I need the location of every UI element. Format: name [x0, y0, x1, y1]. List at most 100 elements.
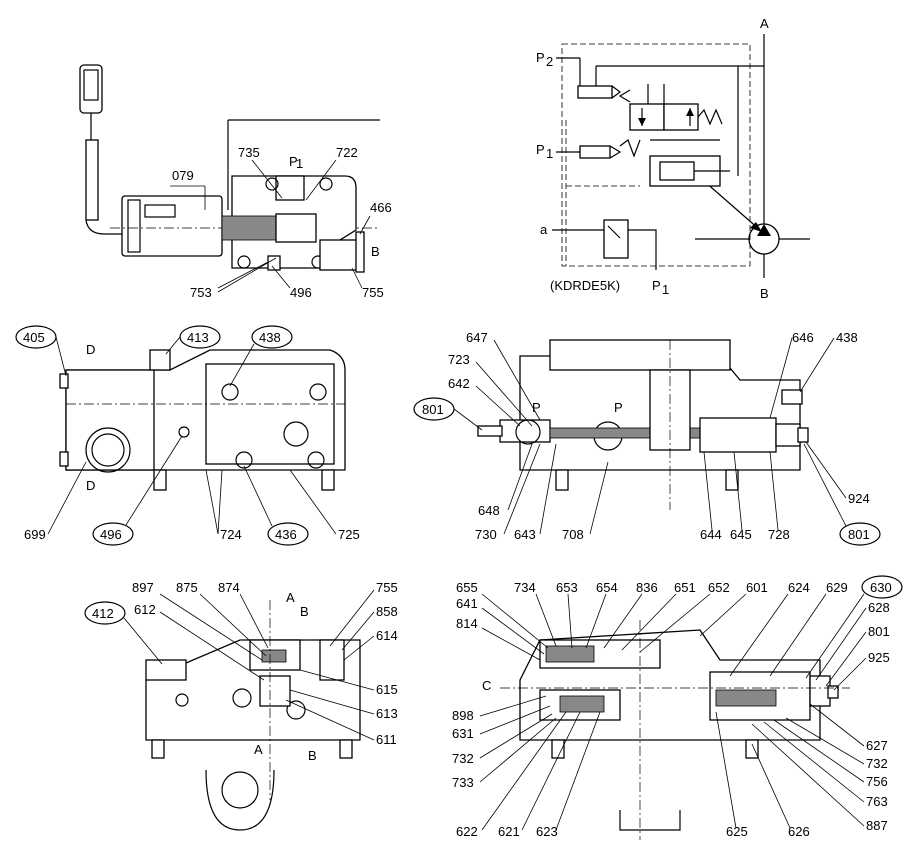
- leg: [153, 469, 167, 491]
- section-d-top: D: [86, 342, 95, 357]
- leader-801-right: [803, 443, 847, 527]
- label-735: 735: [238, 145, 260, 160]
- side-plug: [319, 639, 345, 681]
- lever-arm: [85, 219, 122, 235]
- lever-knob: [79, 64, 103, 114]
- leader-622: [481, 711, 567, 831]
- valve-spring: [697, 108, 723, 126]
- leader-897: [159, 593, 263, 661]
- leader-612: [159, 611, 265, 681]
- label-724: 724: [220, 527, 242, 542]
- mid-right-view: P P 647 723 642 801 646 438 648 730 643 …: [413, 330, 881, 546]
- valve-spool-left: [629, 103, 665, 131]
- label-646: 646: [792, 330, 814, 345]
- leader-438: [229, 343, 255, 387]
- bottom-left-view: A B A B 897 875 874 755 858 412 612 614 …: [84, 580, 398, 831]
- label-722: 722: [336, 145, 358, 160]
- leader-735: [251, 159, 283, 199]
- leader-642: [475, 385, 521, 427]
- leader-644: [703, 451, 713, 531]
- label-644: 644: [700, 527, 722, 542]
- housing-bottom-left: [145, 639, 361, 741]
- label-732-left: 732: [452, 751, 474, 766]
- leader-648: [507, 443, 533, 511]
- spring-p1: [609, 145, 622, 159]
- cap: [775, 423, 801, 447]
- p1-mark: P: [532, 400, 541, 415]
- swash-arrow-head: [750, 222, 762, 232]
- leg: [555, 469, 569, 491]
- label-496: 496: [290, 285, 312, 300]
- leader-652: [639, 593, 711, 653]
- leader-438: [799, 337, 835, 393]
- label-645: 645: [730, 527, 752, 542]
- spring-p2: [611, 85, 621, 99]
- label-651: 651: [674, 580, 696, 595]
- upper-spool: [545, 645, 595, 663]
- leader-412: [123, 617, 163, 665]
- mid-left-view: D D 405 413 438 496 436 699 724 725: [15, 325, 360, 546]
- lower-flange: [619, 810, 681, 831]
- label-613: 613: [376, 706, 398, 721]
- leader-723: [475, 361, 533, 427]
- piston-br: [715, 689, 777, 707]
- label-725: 725: [338, 527, 360, 542]
- regulator-piston: [659, 161, 695, 181]
- leader-466: [359, 215, 371, 235]
- label-924: 924: [848, 491, 870, 506]
- label-874: 874: [218, 580, 240, 595]
- end-plug: [355, 231, 365, 273]
- leader-653: [567, 593, 573, 649]
- balloon-496: [92, 522, 134, 546]
- leader-875: [199, 593, 267, 657]
- port-p1-mark: P: [289, 154, 298, 169]
- leg: [725, 469, 739, 491]
- leader-496: [125, 435, 183, 526]
- label-732-right: 732: [866, 756, 888, 771]
- plug-413: [149, 349, 171, 371]
- label-898: 898: [452, 708, 474, 723]
- leader-733: [479, 717, 557, 783]
- label-628: 628: [868, 600, 890, 615]
- leader-836: [603, 593, 643, 649]
- section-c: C: [482, 678, 491, 693]
- end-cap: [809, 675, 831, 707]
- top-boss: [549, 339, 731, 371]
- port-b-mark: B: [371, 244, 380, 259]
- label-755: 755: [362, 285, 384, 300]
- spring-p1b: [619, 139, 641, 158]
- leader-601: [699, 593, 747, 637]
- balloon-630: [861, 575, 903, 599]
- port-a: a: [540, 222, 548, 237]
- leader-724b: [217, 469, 223, 535]
- label-622: 622: [456, 824, 478, 839]
- balloon-801-right: [839, 522, 881, 546]
- leader-755: [329, 589, 375, 647]
- port-p2: P: [536, 50, 545, 65]
- label-630: 630: [870, 580, 892, 595]
- label-614: 614: [376, 628, 398, 643]
- leader-898: [479, 695, 547, 717]
- label-496: 496: [100, 527, 122, 542]
- label-641: 641: [456, 596, 478, 611]
- leader-887: [751, 723, 865, 827]
- leader-630: [805, 593, 865, 679]
- label-615: 615: [376, 682, 398, 697]
- label-753: 753: [190, 285, 212, 300]
- label-631: 631: [452, 726, 474, 741]
- nut-right: [797, 427, 809, 443]
- leader-625: [715, 711, 737, 829]
- solenoid-flange: [127, 199, 141, 253]
- leader-654: [585, 593, 607, 649]
- hydraulic-schematic: A B P 2 P 1: [536, 16, 810, 301]
- spool-bl: [261, 649, 287, 663]
- check-valve-p1: [579, 145, 611, 159]
- label-801-right: 801: [848, 527, 870, 542]
- leader-628: [815, 607, 867, 681]
- label-733: 733: [452, 775, 474, 790]
- leader-627: [809, 703, 865, 747]
- leader-436: [243, 465, 273, 527]
- section-a-top: A: [286, 590, 295, 605]
- label-405: 405: [23, 330, 45, 345]
